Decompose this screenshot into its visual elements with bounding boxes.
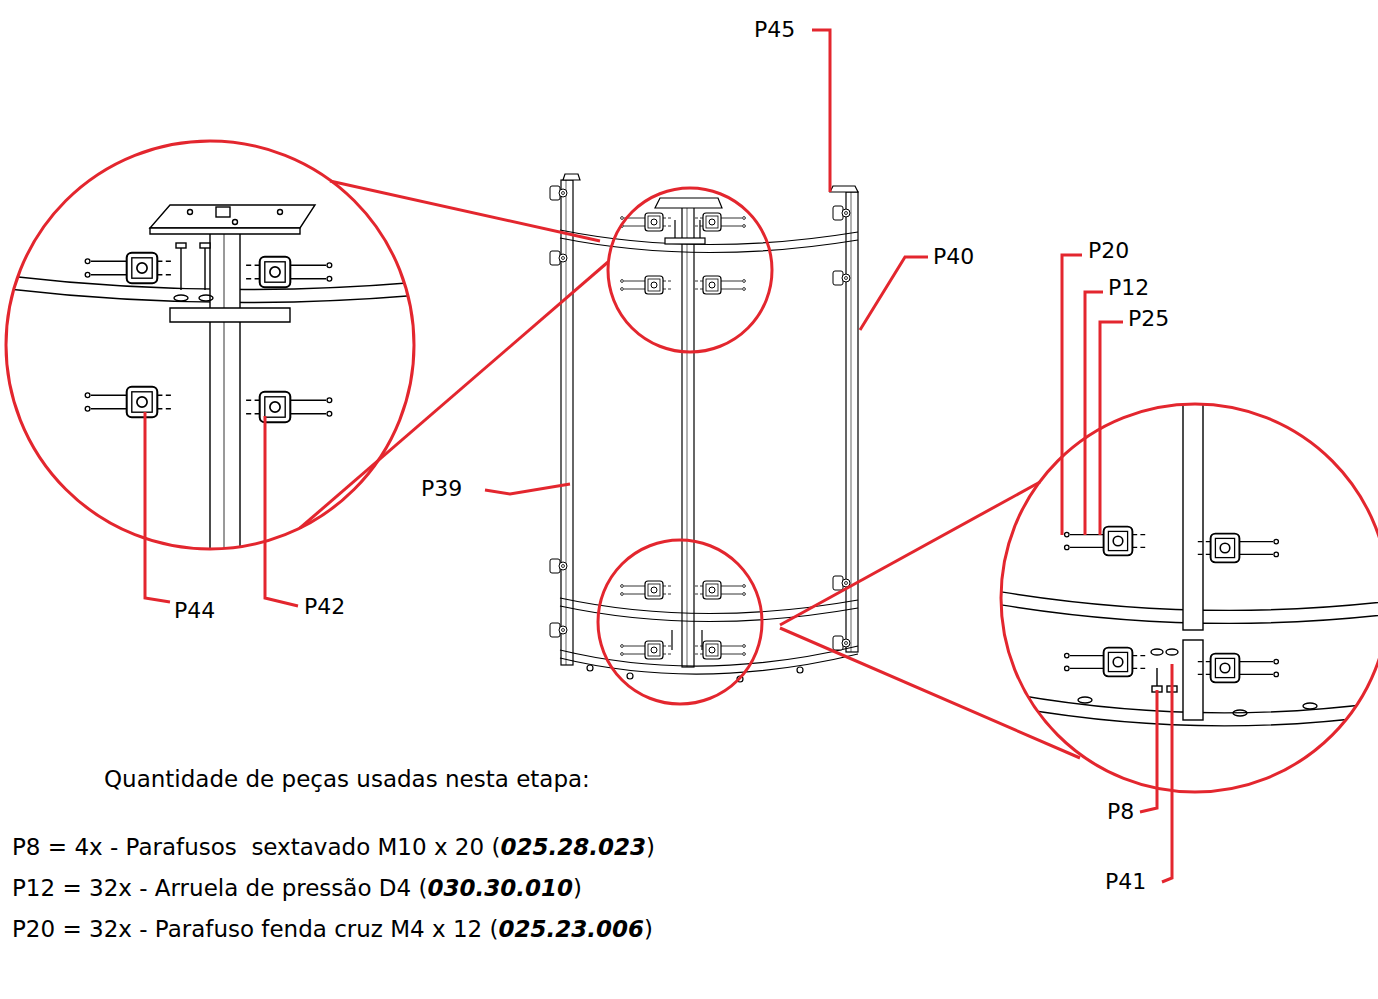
- callout-number: P12: [1108, 277, 1149, 299]
- parts-line: P12 = 32x - Arruela de pressão D4 (030.3…: [12, 875, 582, 903]
- part-text: ): [646, 834, 655, 860]
- callout-number: P25: [1128, 308, 1169, 330]
- part-code: 030.30.010: [427, 875, 573, 901]
- part-text: ): [644, 916, 653, 942]
- callout-number: P39: [421, 478, 462, 500]
- callout-number: P8: [1107, 801, 1134, 823]
- part-text: P8 = 4x - Parafusos sextavado M10 x 20 (: [12, 834, 500, 860]
- part-text: ): [573, 875, 582, 901]
- callout-number: P40: [933, 246, 974, 268]
- callout-number: P42: [304, 596, 345, 618]
- callout-number: P41: [1105, 871, 1146, 893]
- part-code: 025.28.023: [500, 834, 646, 860]
- parts-line: P20 = 32x - Parafuso fenda cruz M4 x 12 …: [12, 916, 653, 944]
- parts-heading: Quantidade de peças usadas nesta etapa:: [104, 766, 590, 794]
- callout-number: P44: [174, 600, 215, 622]
- part-code: 025.23.006: [499, 916, 645, 942]
- part-text: P12 = 32x - Arruela de pressão D4 (: [12, 875, 427, 901]
- parts-line: P8 = 4x - Parafusos sextavado M10 x 20 (…: [12, 834, 655, 862]
- callout-number: P45: [754, 19, 795, 41]
- part-text: P20 = 32x - Parafuso fenda cruz M4 x 12 …: [12, 916, 499, 942]
- callout-number: P20: [1088, 240, 1129, 262]
